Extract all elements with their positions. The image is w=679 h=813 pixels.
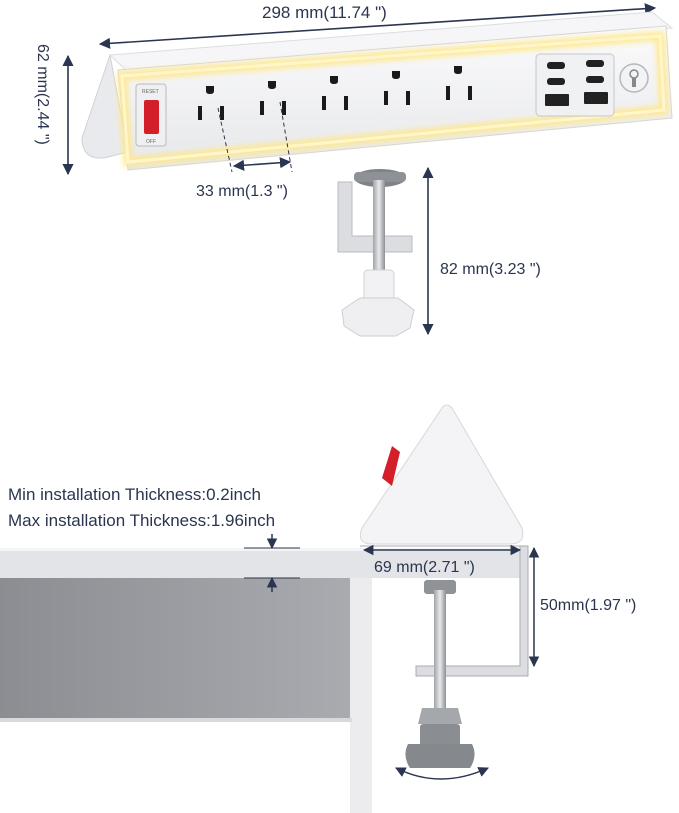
max-thickness-note: Max installation Thickness:1.96inch bbox=[8, 511, 276, 530]
usb-c-port bbox=[547, 62, 565, 69]
outlet-spacing-dimension bbox=[217, 101, 293, 173]
length-label: 298 mm(11.74 ") bbox=[262, 3, 387, 22]
outlet bbox=[446, 66, 472, 100]
usb-c-port bbox=[586, 76, 604, 83]
desk bbox=[0, 548, 520, 813]
usb-panel bbox=[535, 53, 615, 117]
base-width-label: 69 mm(2.71 ") bbox=[374, 559, 475, 576]
switch-off-text: OFF bbox=[146, 139, 156, 145]
outlet bbox=[260, 81, 286, 115]
power-strip-side bbox=[359, 404, 524, 545]
usb-a-port bbox=[545, 94, 569, 106]
power-switch: RESET OFF bbox=[135, 83, 167, 147]
usb-a-port bbox=[584, 92, 608, 104]
clamp-height-label: 82 mm(3.23 ") bbox=[440, 261, 541, 278]
thickness-indicator bbox=[244, 534, 300, 592]
outlet bbox=[198, 86, 224, 120]
switch-reset-text: RESET bbox=[142, 89, 159, 95]
usb-c-port bbox=[547, 78, 565, 85]
height-label: 62 mm(2.44 ") bbox=[34, 44, 51, 145]
desk-clamp-side bbox=[360, 545, 529, 768]
outlet bbox=[322, 76, 348, 110]
power-strip: RESET OFF bbox=[81, 11, 674, 171]
outlet bbox=[384, 71, 410, 105]
min-thickness-note: Min installation Thickness:0.2inch bbox=[8, 485, 261, 504]
length-dimension bbox=[98, 3, 657, 49]
circuit-breaker-icon bbox=[619, 63, 649, 93]
desk-clamp bbox=[337, 169, 415, 337]
outlet-spacing-label: 33 mm(1.3 ") bbox=[196, 183, 288, 200]
usb-c-port bbox=[586, 60, 604, 67]
rotate-arrow-icon bbox=[395, 767, 489, 780]
clamp-depth-label: 50mm(1.97 ") bbox=[540, 597, 636, 614]
